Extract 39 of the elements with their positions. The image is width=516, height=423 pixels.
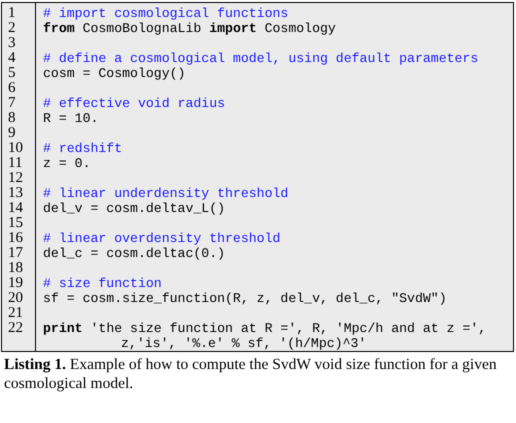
line-number: 8 [8, 110, 16, 126]
line-number: 19 [8, 274, 23, 290]
line-number: 12 [8, 170, 23, 186]
code-line: z,'is', '%.e' % sf, '(h/Mpc)^3' [121, 336, 366, 350]
line-number: 1 [8, 4, 16, 20]
code-comment: # import cosmological functions [43, 6, 288, 20]
code-comment: # size function [43, 276, 162, 290]
code-line: print 'the size function at R =', R, 'Mpc/h and at z =', [43, 320, 486, 336]
line-number: 15 [8, 214, 23, 230]
code-comment: # effective void radius [43, 96, 226, 110]
line-number: 5 [8, 64, 16, 80]
line-number: 3 [8, 34, 16, 50]
line-number: 13 [8, 184, 23, 200]
code-line: from CosmoBolognaLib import Cosmology [43, 20, 336, 36]
line-number: 21 [8, 304, 23, 320]
caption: Listing 1. Example of how to compute the SvdW void size function for a given cosmological model. [4, 355, 498, 393]
line-number: 20 [8, 290, 23, 306]
line-number: 9 [8, 124, 16, 140]
line-number: 18 [8, 260, 23, 276]
code-line: R = 10. [43, 110, 98, 126]
line-number: 16 [8, 230, 23, 246]
code-line: z = 0. [43, 156, 90, 170]
code-line: sf = cosm.size_function(R, z, del_v, del_c, "SvdW") [43, 290, 447, 306]
line-number: 17 [8, 244, 23, 260]
line-number: 2 [8, 20, 16, 36]
code-comment: # linear overdensity threshold [43, 230, 280, 246]
line-number: 6 [8, 80, 16, 96]
line-number: 14 [8, 200, 23, 216]
line-number: 4 [8, 50, 16, 66]
code-comment: # linear underdensity threshold [43, 186, 288, 200]
code-comment: # define a cosmological model, using default parameters [43, 50, 478, 66]
line-number: 22 [8, 320, 23, 336]
line-number: 11 [8, 154, 22, 170]
line-number: 10 [8, 140, 23, 156]
code-line: del_v = cosm.deltav_L() [43, 200, 226, 216]
code-comment: # redshift [43, 140, 122, 156]
line-number: 7 [8, 94, 16, 110]
code-line: del_c = cosm.deltac(0.) [43, 246, 226, 260]
code-line: cosm = Cosmology() [43, 66, 186, 80]
